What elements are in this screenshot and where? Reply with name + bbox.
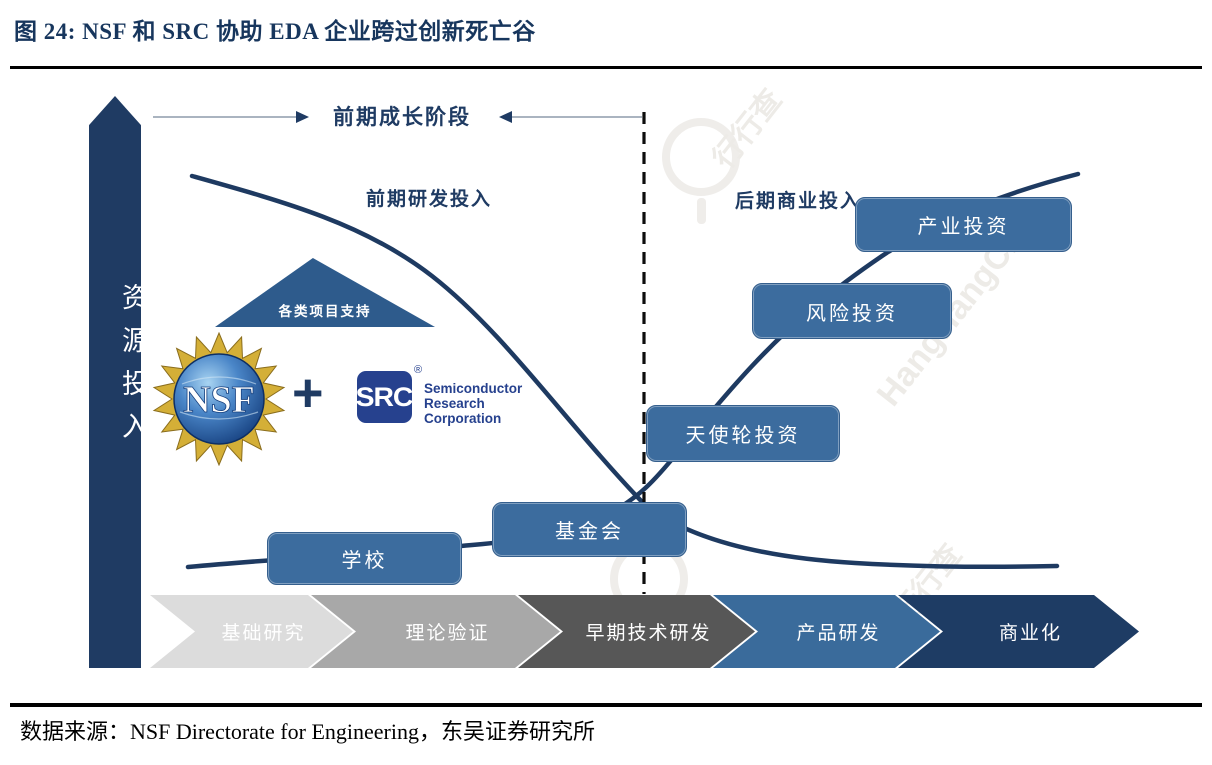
- funding-box-industry: 产业投资: [855, 197, 1072, 252]
- watermark-magnifier-handle: [696, 198, 706, 224]
- stage-label: 基础研究: [221, 623, 306, 644]
- nsf-globe-icon: [173, 353, 265, 445]
- src-logo: SRC: [356, 371, 414, 423]
- registered-mark-icon: ®: [414, 364, 423, 376]
- stage-chevron-basic-research: 基础研究: [150, 595, 353, 668]
- stage-label: 商业化: [998, 623, 1062, 644]
- resource-axis-arrow: [89, 96, 141, 668]
- nsf-logo: NSF: [152, 332, 286, 466]
- funding-box-foundation: 基金会: [492, 502, 687, 557]
- src-caption-line: Research: [424, 396, 485, 411]
- watermark-magnifier-icon: [662, 118, 740, 196]
- src-caption: Semiconductor Research Corporation: [424, 381, 522, 426]
- resource-axis-label: 资源投入: [118, 283, 148, 455]
- stage-label: 早期技术研发: [585, 623, 712, 644]
- top-divider: [10, 66, 1202, 69]
- figure-title: 图 24: NSF 和 SRC 协助 EDA 企业跨过创新死亡谷: [14, 19, 536, 44]
- arrow-left-icon: [499, 111, 512, 123]
- src-caption-line: Corporation: [424, 411, 502, 426]
- funding-box-school: 学校: [267, 532, 462, 585]
- data-source: 数据来源：NSF Directorate for Engineering，东吴证…: [20, 719, 595, 744]
- early-growth-phase-label: 前期成长阶段: [333, 105, 471, 129]
- early-rd-label: 前期研发投入: [366, 189, 493, 210]
- plus-sign: +: [292, 363, 324, 423]
- bottom-divider: [10, 703, 1202, 707]
- src-caption-line: Semiconductor: [424, 381, 523, 396]
- arrow-right-icon: [296, 111, 309, 123]
- project-support-label: 各类项目支持: [278, 304, 372, 319]
- src-logo-text: SRC: [356, 381, 414, 412]
- funding-box-angel: 天使轮投资: [646, 405, 840, 462]
- late-commercial-label: 后期商业投入: [735, 191, 862, 212]
- funding-box-vc: 风险投资: [752, 283, 952, 339]
- stage-label: 理论验证: [405, 623, 490, 644]
- watermark-text: 行行查: [707, 83, 789, 175]
- nsf-logo-text: NSF: [183, 379, 255, 421]
- stage-label: 产品研发: [796, 623, 881, 644]
- watermark-logo: [662, 118, 740, 224]
